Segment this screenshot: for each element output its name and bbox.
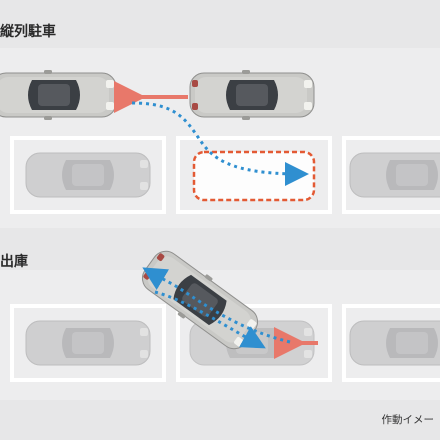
parallel-parking-label: 縦列駐車: [0, 24, 56, 40]
parking-slot: [176, 136, 332, 214]
target-parking-space: [192, 150, 316, 202]
car-moving: [189, 69, 315, 121]
parked-car: [349, 152, 440, 198]
parked-car: [25, 152, 151, 198]
parking-slot: [176, 304, 332, 382]
exit-path-arrow-return: [154, 290, 266, 349]
parked-car: [25, 320, 151, 366]
parking-slots-top: [10, 136, 440, 214]
parking-slot: [10, 136, 166, 214]
image-caption: 作動イメー: [381, 414, 435, 426]
parked-car: [349, 320, 440, 366]
parking-slots-bottom: [10, 304, 440, 382]
exit-parking-label: 出庫: [0, 254, 28, 270]
parking-slot: [342, 304, 440, 382]
parking-slot: [10, 304, 166, 382]
car-initial-position: [0, 69, 117, 121]
parking-slot: [342, 136, 440, 214]
